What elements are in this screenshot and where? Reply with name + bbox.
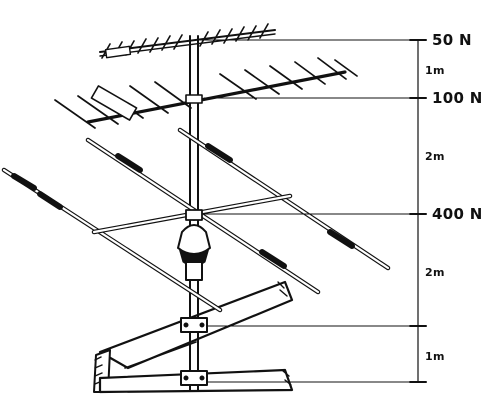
top-yagi-antenna <box>99 23 276 59</box>
dipole-array <box>1 127 391 313</box>
load-label-middle: 400 N <box>432 205 483 223</box>
spacing-label-top: 1m <box>425 64 445 77</box>
spacing-label-middle: 2m <box>425 266 445 279</box>
load-label-upper: 100 N <box>432 89 483 107</box>
dimension-line <box>197 39 427 383</box>
spacing-label-upper: 2m <box>425 150 445 163</box>
spacing-label-bottom: 1m <box>425 350 445 363</box>
load-label-top: 50 N <box>432 31 472 49</box>
upper-yagi-antenna <box>54 57 358 129</box>
